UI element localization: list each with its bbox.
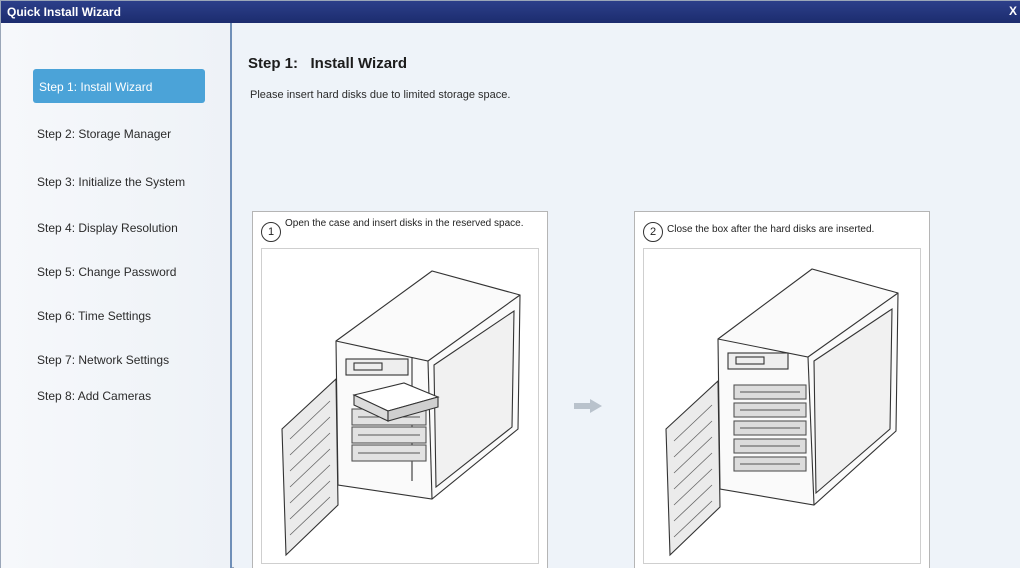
instruction-panel-close-box: 2 Close the box after the hard disks are…	[634, 211, 930, 568]
arrow-right-icon	[574, 399, 602, 413]
sidebar-item-add-cameras[interactable]: Step 8: Add Cameras	[37, 389, 152, 403]
title-bar: Quick Install Wizard X	[1, 1, 1020, 23]
steps-sidebar: Step 1: Install Wizard Step 2: Storage M…	[1, 23, 232, 568]
window-title: Quick Install Wizard	[7, 5, 121, 19]
sidebar-item-network-settings[interactable]: Step 7: Network Settings	[37, 353, 170, 367]
step-description: Please insert hard disks due to limited …	[250, 89, 511, 101]
main-content: Step 1: Install Wizard Please insert har…	[234, 23, 1020, 568]
sidebar-item-display-resolution[interactable]: Step 4: Display Resolution	[37, 221, 178, 235]
panel-caption: 1 Open the case and insert disks in the …	[261, 216, 537, 246]
sidebar-item-storage-manager[interactable]: Step 2: Storage Manager	[37, 127, 172, 141]
nvr-closed-box-illustration	[643, 248, 921, 564]
sidebar-item-time-settings[interactable]: Step 6: Time Settings	[37, 309, 152, 323]
panel-caption: 2 Close the box after the hard disks are…	[643, 216, 919, 246]
nvr-open-case-icon	[281, 270, 521, 557]
nvr-closed-box-icon	[665, 268, 899, 557]
page-title: Step 1: Install Wizard	[248, 55, 408, 72]
step-number-badge: 2	[643, 222, 663, 242]
close-icon[interactable]: X	[1009, 4, 1018, 18]
step-number-badge: 1	[261, 222, 281, 242]
panel-caption-text: Close the box after the hard disks are i…	[667, 224, 875, 235]
panel-caption-text: Open the case and insert disks in the re…	[285, 218, 524, 229]
nvr-open-case-illustration	[261, 248, 539, 564]
sidebar-item-change-password[interactable]: Step 5: Change Password	[37, 265, 177, 279]
sidebar-item-initialize-system[interactable]: Step 3: Initialize the System	[37, 175, 186, 189]
instruction-panel-open-case: 1 Open the case and insert disks in the …	[252, 211, 548, 568]
sidebar-item-install-wizard[interactable]: Step 1: Install Wizard	[33, 69, 205, 103]
